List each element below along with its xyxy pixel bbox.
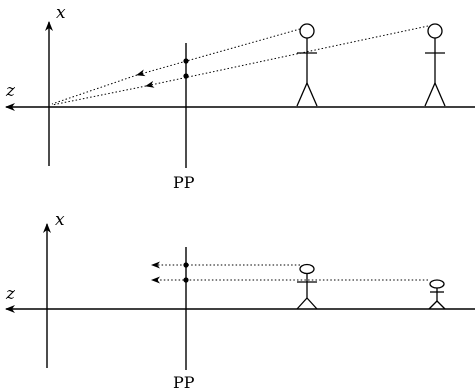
top-x-axis-label: x — [56, 3, 66, 23]
bottom-picture-plane-label: PP — [173, 373, 195, 392]
top-picture-plane-label: PP — [173, 173, 195, 192]
bottom-projected-point-near — [183, 262, 189, 268]
top-ray-near-2 — [51, 74, 138, 105]
bottom-stick-figure-far — [428, 279, 446, 310]
bottom-z-axis-label: z — [5, 284, 16, 304]
bottom-panel: x z PP — [5, 210, 475, 392]
top-projected-point-far — [183, 73, 189, 79]
top-stick-figure-near — [296, 23, 318, 107]
top-stick-figure-far — [424, 23, 446, 107]
top-panel: x z PP — [5, 3, 475, 192]
bottom-projected-point-far — [183, 277, 189, 283]
top-ray-far-2 — [51, 85, 147, 106]
bottom-x-axis-label: x — [55, 210, 65, 230]
bottom-stick-figure-near — [296, 263, 318, 310]
top-ray-near-1 — [136, 28, 301, 77]
top-projected-point-near — [183, 58, 189, 64]
top-z-axis-label: z — [5, 81, 16, 101]
